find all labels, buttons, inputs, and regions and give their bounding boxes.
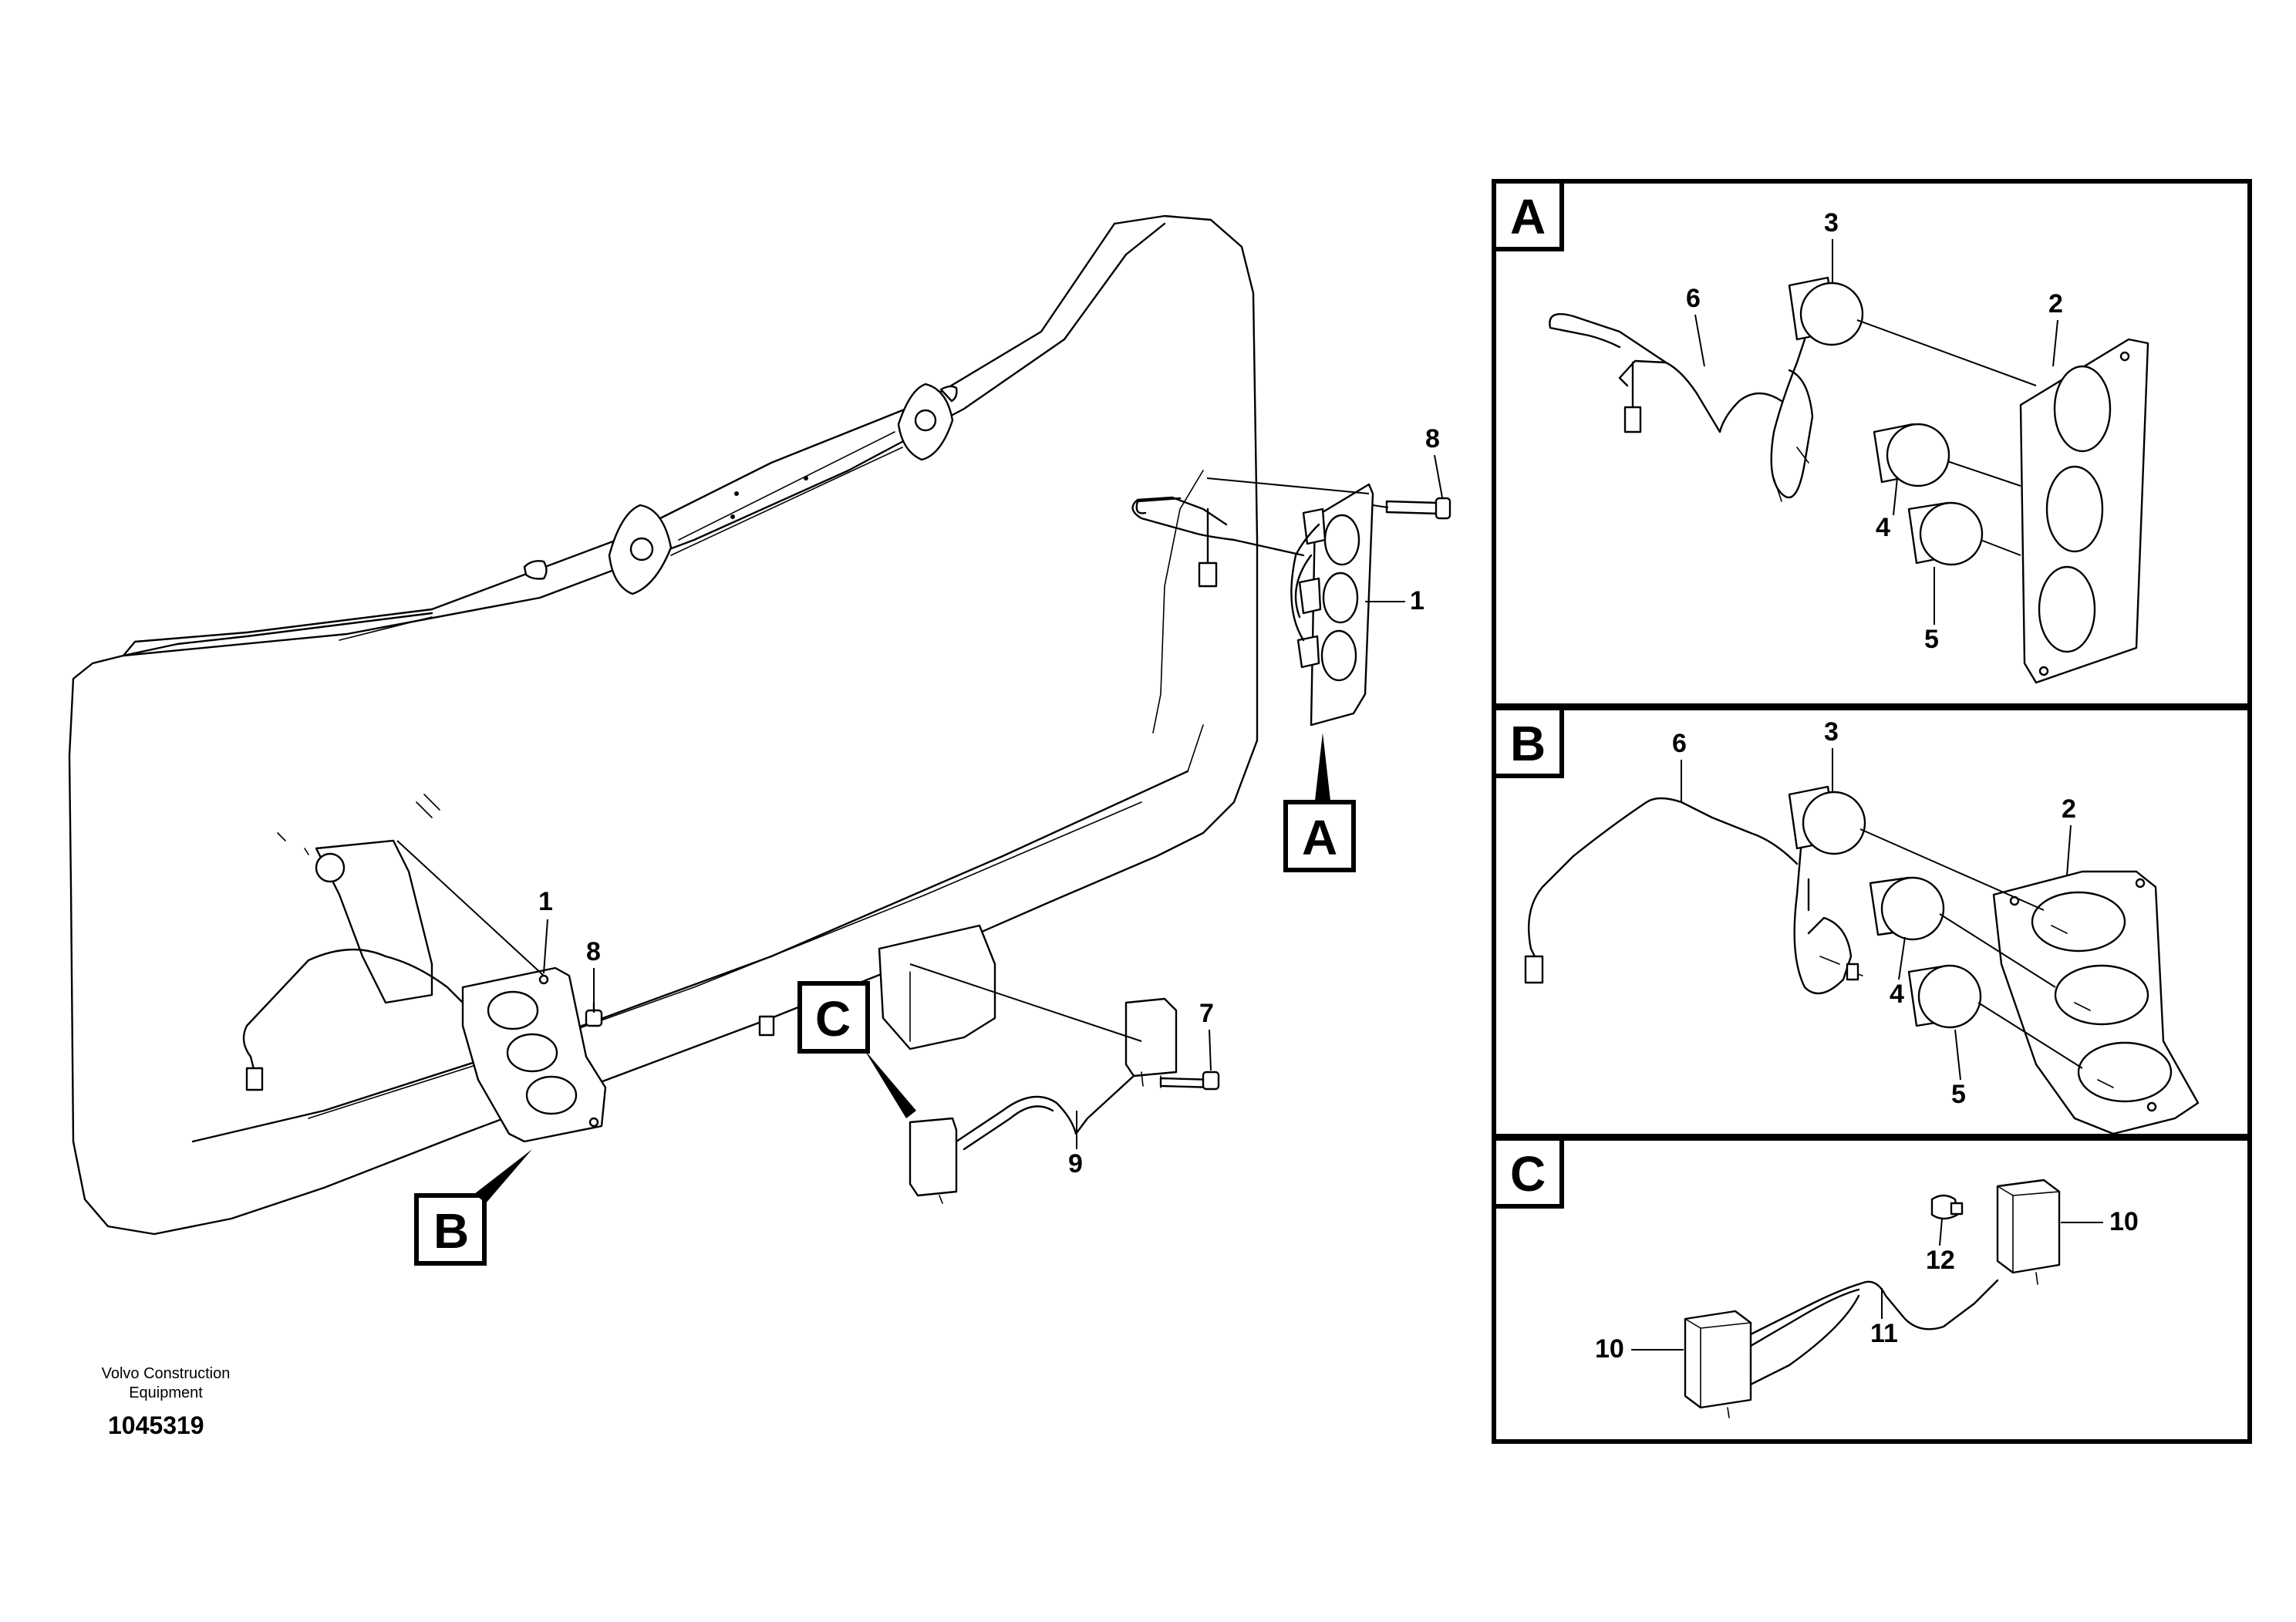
svg-text:A: A [1302, 810, 1337, 865]
tag-c: C [797, 981, 916, 1118]
callout-9: 9 [1068, 1149, 1083, 1179]
detail-c-tag: C [1510, 1146, 1546, 1202]
callout-1-right: 1 [1410, 586, 1424, 615]
callout-8-right: 8 [1425, 424, 1440, 454]
tag-a: A [1283, 733, 1356, 872]
drawing-number: 1045319 [108, 1411, 204, 1439]
credit-company-line1: Volvo Construction [101, 1365, 231, 1382]
detail-a-callout-2: 2 [2048, 289, 2063, 319]
detail-a-callout-6: 6 [1686, 284, 1701, 313]
detail-a-tag: A [1510, 189, 1546, 244]
detail-panel-a: A 3 6 2 4 5 [1492, 179, 2252, 708]
screw-8-right [1372, 497, 1451, 520]
detail-c-callout-12: 12 [1926, 1246, 1955, 1275]
svg-text:B: B [433, 1203, 469, 1259]
detail-c-callout-10-left: 10 [1595, 1334, 1624, 1364]
detail-b-callout-2: 2 [2062, 794, 2076, 824]
callout-8-left: 8 [586, 937, 601, 966]
detail-c-callout-11: 11 [1870, 1319, 1898, 1348]
detail-b-callout-5: 5 [1951, 1080, 1966, 1109]
main-callouts: 8 1 1 8 7 9 [538, 424, 1443, 1179]
screw-7 [1202, 1071, 1220, 1091]
detail-b-tag: B [1510, 716, 1546, 771]
svg-text:C: C [815, 991, 851, 1047]
detail-b-callout-3: 3 [1824, 717, 1839, 747]
main-panel-b-drawing [242, 840, 607, 1143]
detail-a-callout-5: 5 [1924, 625, 1939, 654]
detail-a-callout-3: 3 [1824, 208, 1839, 238]
cab-outline-drawing [68, 214, 1259, 1236]
main-panel-a-drawing [1131, 477, 1374, 727]
detail-a-callout-4: 4 [1876, 513, 1890, 542]
detail-panel-c: C 10 12 11 10 [1492, 1136, 2252, 1444]
detail-b-callout-6: 6 [1672, 729, 1687, 758]
credit-company-line2: Equipment [129, 1384, 203, 1401]
detail-panel-b: B 3 6 2 4 5 [1492, 706, 2252, 1138]
callout-7: 7 [1199, 999, 1214, 1028]
tag-b: B [414, 1149, 532, 1266]
detail-c-callout-10-right: 10 [2109, 1207, 2139, 1236]
detail-b-callout-4: 4 [1890, 980, 1904, 1009]
screw-8-left [585, 1001, 603, 1027]
callout-1-left: 1 [538, 887, 553, 916]
